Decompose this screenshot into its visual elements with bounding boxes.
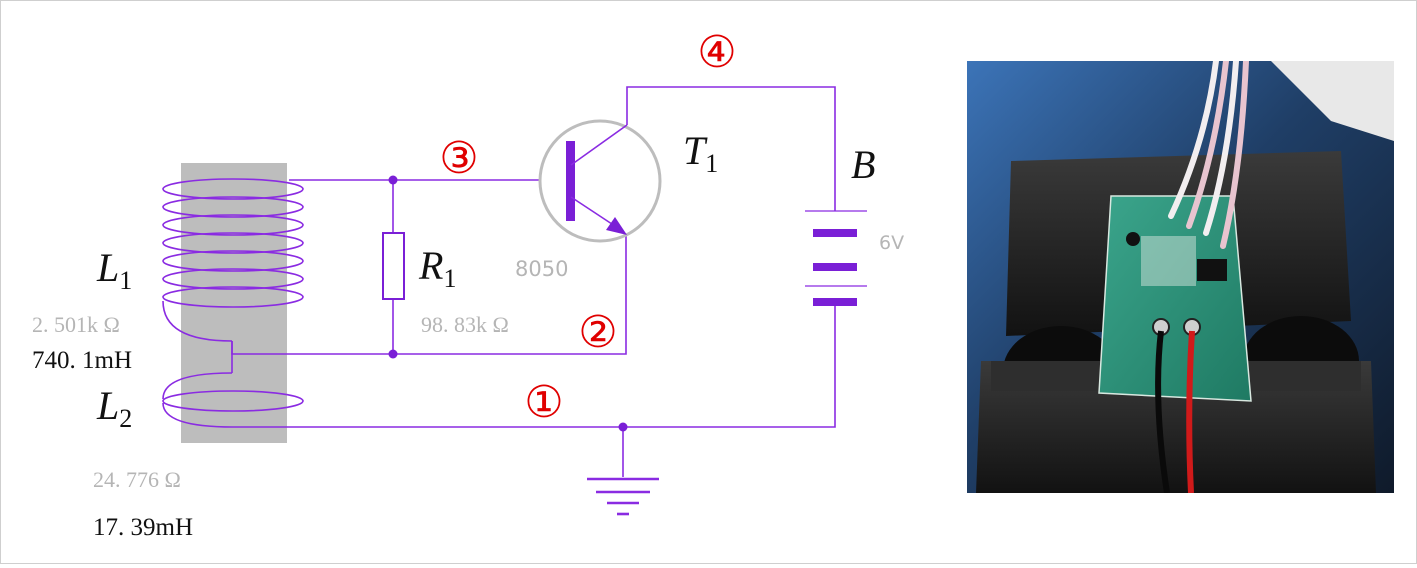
wire-node-4 (626, 86, 836, 211)
l1-inductance: 740. 1mH (32, 347, 132, 374)
t1-model: 8050 (515, 257, 568, 281)
l2-inductance: 17. 39mH (93, 514, 193, 541)
l1-resistance: 2. 501k Ω (32, 312, 120, 337)
wire-node-1 (289, 301, 836, 428)
inductor-core (181, 163, 287, 443)
label-l2: L2 (96, 383, 132, 433)
marker-node-2: ② (578, 308, 617, 357)
label-l1: L1 (96, 245, 132, 295)
label-t1: T1 (683, 128, 718, 178)
coil-l2 (162, 372, 304, 428)
wires (231, 86, 836, 477)
r1-value: 98. 83k Ω (421, 312, 509, 337)
junction-dot (388, 349, 398, 359)
battery-voltage: 6V (879, 232, 904, 254)
junction-dot (618, 422, 628, 432)
battery-b (805, 210, 867, 306)
l2-resistance: 24. 776 Ω (93, 467, 181, 492)
marker-node-1: ① (524, 378, 563, 427)
junction-dot (388, 175, 398, 185)
ground-icon (587, 477, 659, 516)
junctions (388, 175, 628, 432)
marker-node-3: ③ (439, 134, 478, 183)
label-r1: R1 (418, 243, 456, 293)
transistor-t1 (538, 119, 662, 243)
node-markers: ④ ③ ② ① (439, 28, 736, 427)
resistor-r1 (382, 232, 405, 300)
coil-l1 (162, 178, 304, 342)
schematic: ④ ③ ② ① L1 2. 501k Ω 740. 1mH L2 24. 776… (32, 28, 904, 541)
circuit-board-photo-icon (967, 61, 1394, 493)
marker-node-4: ④ (697, 28, 736, 77)
label-b: B (851, 142, 875, 187)
